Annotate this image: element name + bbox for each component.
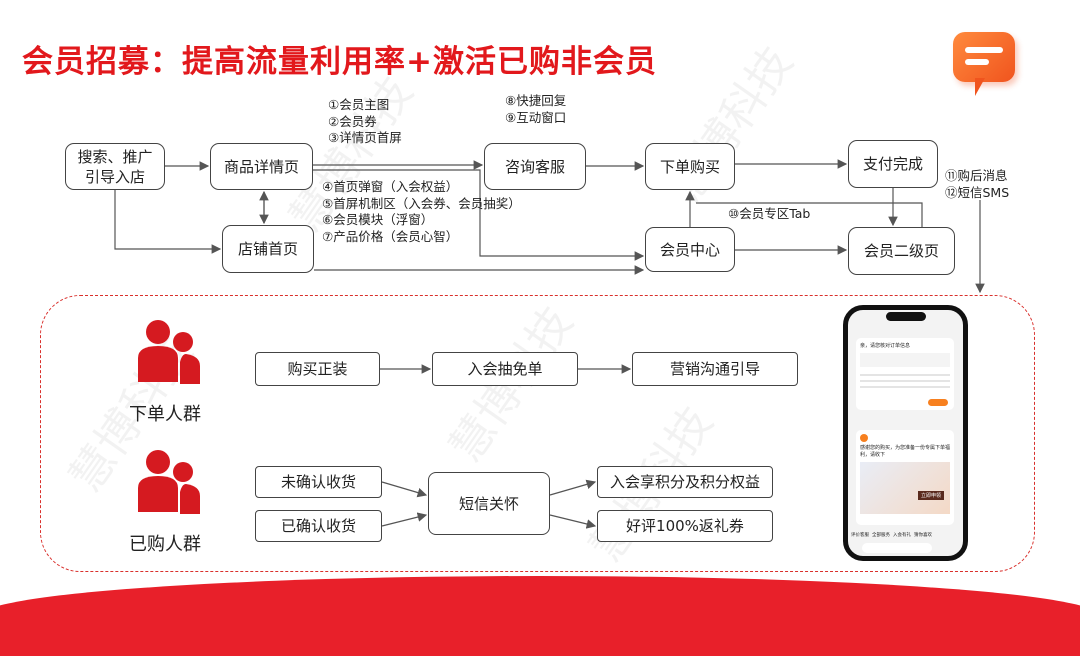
node-shop-home: 店铺首页 (222, 225, 314, 273)
note-item: ①会员主图 (328, 97, 390, 112)
node-payment-complete: 支付完成 (848, 140, 938, 188)
phone-quick-tabs: 评价客服 全部服务 入会有礼 猜你喜欢 (851, 532, 932, 538)
note-item: ⑦产品价格（会员心智） (322, 228, 459, 244)
people-icon (138, 320, 200, 384)
node-order: 下单购买 (645, 143, 735, 190)
chat-card-order: 亲，请您核对订单信息 (856, 338, 954, 410)
step-marketing-guide: 营销沟通引导 (632, 352, 798, 386)
claim-button[interactable]: 立即申领 (917, 491, 944, 500)
step-confirmed-receipt: 已确认收货 (255, 510, 382, 542)
touchpoint-notes-post: ⑪购后消息 ⑫短信SMS (945, 168, 1009, 201)
group-label-ordering: 下单人群 (129, 404, 201, 425)
flow-connectors (114, 159, 985, 529)
touchpoint-notes-service: ⑧快捷回复 ⑨互动窗口 (505, 93, 566, 126)
step-member-lottery: 入会抽免单 (432, 352, 578, 386)
quick-tab[interactable]: 全部服务 (872, 533, 890, 538)
note-item: ④首页弹窗（入会权益） (322, 179, 459, 194)
step-points-benefits: 入会享积分及积分权益 (597, 466, 773, 498)
note-item: ③详情页首屏 (328, 130, 402, 145)
node-product-detail: 商品详情页 (210, 143, 313, 190)
step-buy-full-size: 购买正装 (255, 352, 380, 386)
quick-tab[interactable]: 猜你喜欢 (914, 533, 932, 538)
note-item: ⑫短信SMS (945, 184, 1010, 200)
touchpoint-notes-detail: ①会员主图 ②会员券 ③详情页首屏 (328, 97, 402, 147)
chat-message: 亲，请您核对订单信息 (860, 343, 911, 349)
chat-input[interactable] (862, 543, 932, 553)
page-title: 会员招募：提高流量利用率+激活已购非会员 (22, 44, 657, 80)
footer-band (0, 576, 1080, 656)
note-item: ⑪购后消息 (945, 168, 1008, 183)
quick-tab[interactable]: 入会有礼 (893, 533, 911, 538)
node-member-center: 会员中心 (645, 227, 735, 272)
phone-mockup: 亲，请您核对订单信息 感谢您的购买，为您准备一份专属下单福利，请收下 立即申领 … (843, 305, 968, 561)
note-item: ⑥会员模块（浮窗） (322, 212, 434, 227)
chat-card-benefit: 感谢您的购买，为您准备一份专属下单福利，请收下 立即申领 (856, 430, 954, 525)
note-item: ⑤首屏机制区（入会券、会员抽奖） (322, 195, 521, 211)
node-search-promo: 搜索、推广 引导入店 (65, 143, 165, 190)
step-review-coupon: 好评100%返礼券 (597, 510, 773, 542)
node-member-subpage: 会员二级页 (848, 227, 955, 275)
step-unconfirmed-receipt: 未确认收货 (255, 466, 382, 498)
group-label-purchased: 已购人群 (129, 534, 201, 555)
step-sms-care: 短信关怀 (428, 472, 550, 535)
touchpoint-notes-home: ④首页弹窗（入会权益） ⑤首屏机制区（入会券、会员抽奖） ⑥会员模块（浮窗） ⑦… (322, 179, 521, 245)
people-icon (138, 450, 200, 514)
audience-section (40, 295, 1035, 572)
note-member-tab: ⑩会员专区Tab (728, 206, 811, 221)
node-customer-service: 咨询客服 (484, 143, 586, 190)
quick-tab[interactable]: 评价客服 (851, 533, 869, 538)
note-item: ⑧快捷回复 (505, 93, 567, 108)
chat-message: 感谢您的购买，为您准备一份专属下单福利，请收下 (860, 445, 951, 458)
chat-bubble-icon (953, 32, 1015, 96)
note-item: ⑨互动窗口 (505, 109, 567, 125)
note-item: ②会员券 (328, 113, 377, 129)
phone-notch (886, 312, 926, 321)
